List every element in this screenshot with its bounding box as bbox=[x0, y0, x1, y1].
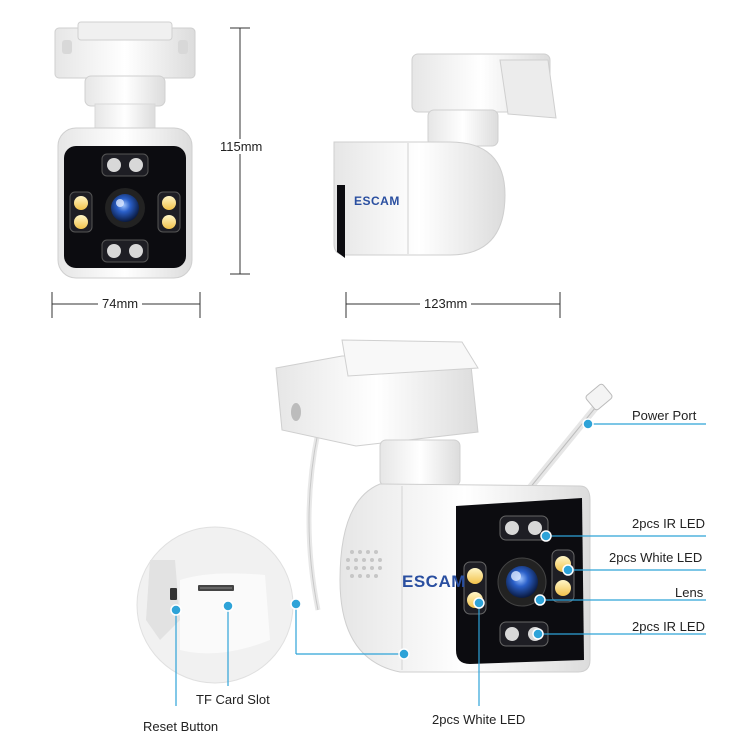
callout-lines bbox=[175, 423, 706, 706]
ir-led-bottom-label: 2pcs IR LED bbox=[632, 619, 705, 634]
callout-dots bbox=[170, 418, 594, 660]
height-label: 115mm bbox=[216, 139, 267, 154]
depth-label: 123mm bbox=[420, 296, 472, 311]
white-led-bottom-label: 2pcs White LED bbox=[432, 712, 526, 727]
ir-led-top-label: 2pcs IR LED bbox=[632, 516, 705, 531]
width-label: 74mm bbox=[98, 296, 143, 311]
white-led-right-label: 2pcs White LED bbox=[609, 550, 703, 565]
power-port-label: Power Port bbox=[632, 408, 697, 423]
brand-logo-side: ESCAM bbox=[354, 194, 400, 208]
brand-logo-main: ESCAM bbox=[402, 572, 466, 591]
front-view-camera bbox=[54, 21, 196, 279]
lens-label: Lens bbox=[675, 585, 704, 600]
side-view-camera bbox=[333, 53, 557, 258]
reset-button-hole bbox=[170, 588, 177, 600]
tf-card-slot-label: TF Card Slot bbox=[196, 692, 270, 707]
detail-inset bbox=[136, 526, 294, 684]
main-camera bbox=[275, 339, 613, 673]
reset-button-label: Reset Button bbox=[143, 719, 219, 734]
